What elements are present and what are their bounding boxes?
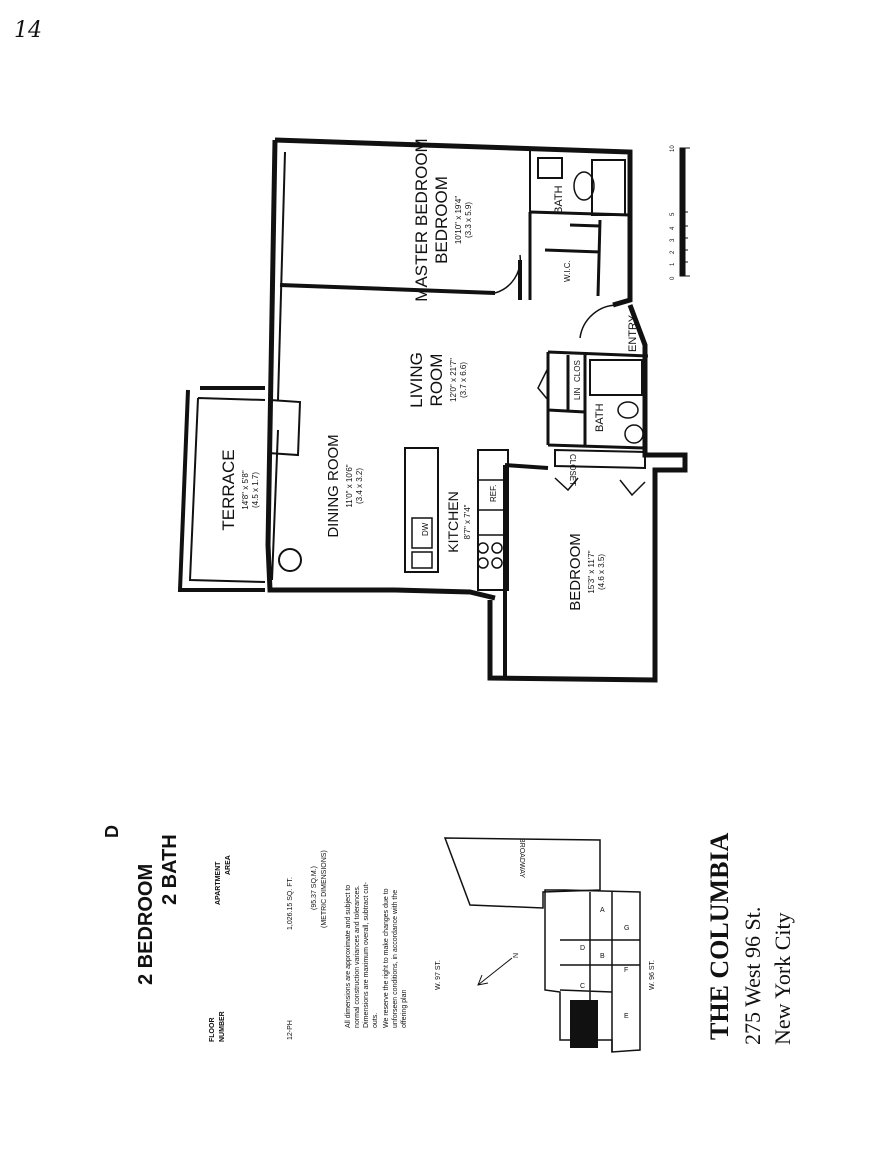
- building-city: New York City: [770, 912, 795, 1045]
- hall-bath-sink: [624, 424, 644, 444]
- unit-letter-c: C: [580, 983, 585, 990]
- north-label: N: [513, 953, 520, 958]
- svg-text:BEDROOM: BEDROOM: [432, 176, 451, 264]
- master-bath-label: BATH: [553, 185, 565, 214]
- dw-label: DW: [421, 522, 430, 536]
- bath-label: BATH: [594, 403, 606, 432]
- bedroom-metric: (4.6 x 3.5): [597, 554, 606, 590]
- master-bath-fixtures: [529, 150, 626, 216]
- kitchen-label: KITCHEN: [445, 491, 461, 552]
- unit-type-line1: 2 BEDROOM: [135, 864, 157, 985]
- unit-letter-a: A: [600, 907, 605, 914]
- unit-letter: D: [102, 825, 122, 838]
- floor-label: FLOOR: [209, 1018, 216, 1043]
- master-bedroom-label: MASTER BEDROOM: [412, 138, 431, 301]
- scale-tick-5: 5: [670, 212, 676, 216]
- entry-door-swing: [579, 304, 619, 339]
- scale-tick-2: 2: [670, 250, 676, 254]
- disclaimer-line: normal construction variances and tolera…: [354, 885, 361, 1028]
- master-door-swing: [494, 254, 522, 294]
- kitchen-dims: 8'7" x 7'4": [463, 504, 472, 539]
- scale-tick-3: 3: [670, 238, 676, 242]
- dining-room-dims: 11'0" x 10'6": [345, 464, 354, 507]
- svg-text:AREA: AREA: [225, 855, 232, 875]
- master-bedroom-dims: 10'10" x 19'4": [454, 196, 463, 244]
- bedroom-door-swings: [554, 477, 646, 497]
- clos-label: CLOS: [573, 360, 582, 382]
- entry-label: ENTRY: [627, 314, 639, 352]
- hall-bath-walls: [546, 350, 649, 450]
- terrace-dims: 14'8" x 5'8": [241, 470, 250, 510]
- scale-tick-0: 0: [670, 276, 676, 280]
- wic-walls: [528, 210, 631, 300]
- scale-tick-10: 10: [670, 145, 676, 152]
- scale-tick-4: 4: [670, 226, 676, 230]
- bedroom-dims: 15'3" x 11'7": [587, 550, 596, 593]
- svg-text:ROOM: ROOM: [427, 354, 446, 407]
- floor-value: 12-PH: [287, 1020, 294, 1040]
- svg-text:NUMBER: NUMBER: [219, 1011, 226, 1042]
- unit-letter-g: G: [624, 925, 629, 932]
- living-room-label: LIVING: [407, 352, 426, 408]
- metric-value: (95.37 SQ.M.): [311, 866, 318, 910]
- disclaimer-line: Dimensions are maximum overall, subtract…: [363, 881, 370, 1028]
- terrace-outline: [177, 386, 265, 592]
- disclaimer-line: unforseen conditions, in accordance with…: [392, 890, 399, 1028]
- terrace-label: TERRACE: [219, 449, 238, 530]
- wic-label: W.I.C.: [563, 260, 572, 282]
- disclaimer-line: We reserve the right to make changes due…: [383, 888, 390, 1028]
- unit-letter-e: E: [624, 1013, 629, 1020]
- building-name: THE COLUMBIA: [705, 832, 734, 1040]
- disclaimer-line: offering plan: [401, 989, 408, 1028]
- kitchen-south-wall: [394, 587, 496, 601]
- kitchen-counters: [404, 447, 509, 591]
- unit-letter-d: D: [580, 945, 585, 952]
- bedroom-label: BEDROOM: [567, 533, 584, 611]
- master-bedroom-wall: [274, 137, 633, 308]
- hall-bath-tub: [589, 359, 643, 396]
- unit-type-line2: 2 BATH: [159, 834, 181, 905]
- disclaimer-line: outs.: [372, 1013, 379, 1028]
- closet-walls: [554, 448, 646, 470]
- living-room-dims: 12'0" x 21'7": [449, 358, 458, 402]
- key-plan-highlight: [570, 1000, 598, 1048]
- north-arrow: [477, 957, 513, 986]
- unit-letter-b: B: [600, 953, 605, 960]
- master-living-wall: [279, 283, 496, 295]
- area-value: 1,026.15 SQ. FT.: [287, 877, 294, 930]
- master-bedroom-metric: (3.3 x 5.9): [464, 202, 473, 238]
- terrace-column: [278, 548, 302, 572]
- lin-label: LIN: [573, 387, 582, 400]
- bedroom-north-wall: [503, 463, 549, 680]
- bedroom-wall: [487, 304, 688, 683]
- terrace-metric: (4.5 x 1.7): [251, 472, 260, 508]
- page-number: 14: [14, 18, 42, 43]
- scale-bar: 0 1 2 3 4 5 10: [670, 145, 690, 280]
- disclaimer-line: All dimensions are approximate and subje…: [345, 885, 352, 1028]
- hall-bath-toilet: [617, 401, 639, 419]
- closet-label: CLOSET: [568, 454, 577, 486]
- dining-room-label: DINING ROOM: [325, 434, 342, 537]
- living-room-metric: (3.7 x 6.6): [459, 362, 468, 398]
- unit-letter-f: F: [624, 967, 628, 974]
- west-exterior-wall: [265, 139, 395, 593]
- dining-room-metric: (3.4 x 3.2): [355, 468, 364, 504]
- scale-tick-1: 1: [670, 262, 676, 266]
- street-broadway: BROADWAY: [518, 838, 525, 878]
- ref-label: REF.: [489, 485, 498, 502]
- street-w96: W. 96 ST.: [649, 960, 656, 990]
- street-w97: W. 97 ST.: [435, 960, 442, 990]
- area-label: APARTMENT: [215, 861, 222, 905]
- key-plan: [443, 837, 641, 1053]
- metric-label: (METRIC DIMENSIONS): [321, 850, 328, 928]
- building-address: 275 West 96 St.: [740, 907, 765, 1045]
